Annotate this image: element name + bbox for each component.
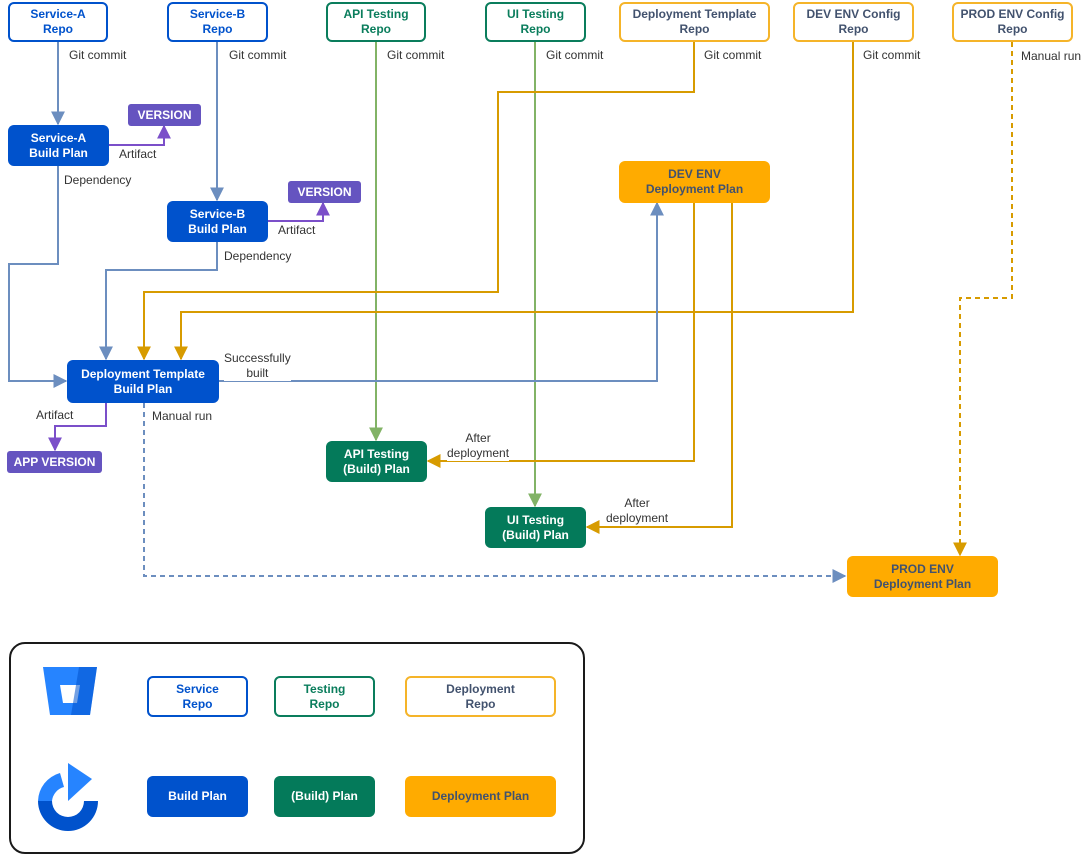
deployment-template-build-plan[interactable]: Deployment Template Build Plan [67, 360, 219, 403]
edge-label-git-commit: Git commit [69, 48, 127, 63]
legend-build-plan: Build Plan [147, 776, 248, 817]
legend-deployment-plan: Deployment Plan [405, 776, 556, 817]
version-badge-service-a: VERSION [128, 104, 201, 126]
edge-label-dependency: Dependency [224, 249, 292, 264]
bitbucket-icon [43, 667, 97, 715]
service-a-repo[interactable]: Service-A Repo [8, 2, 108, 42]
ui-testing-repo[interactable]: UI Testing Repo [485, 2, 586, 42]
edge-label-after-deployment: After deployment [606, 496, 669, 526]
api-testing-repo[interactable]: API Testing Repo [326, 2, 426, 42]
edge-service-a-dependency [8, 166, 68, 388]
edge-label-git-commit: Git commit [546, 48, 604, 63]
ui-testing-build-plan[interactable]: UI Testing (Build) Plan [485, 507, 586, 548]
edge-label-git-commit: Git commit [229, 48, 287, 63]
service-b-repo[interactable]: Service-B Repo [167, 2, 268, 42]
api-testing-build-plan[interactable]: API Testing (Build) Plan [326, 441, 427, 482]
dev-env-deployment-plan[interactable]: DEV ENV Deployment Plan [619, 161, 770, 203]
edge-service-b-dependency [99, 242, 218, 361]
version-badge-service-b: VERSION [288, 181, 361, 203]
edge-label-git-commit: Git commit [704, 48, 762, 63]
edge-service-b-artifact [268, 201, 330, 222]
legend-service-repo: Service Repo [147, 676, 248, 717]
edge-label-dependency: Dependency [64, 173, 132, 188]
deployment-template-repo[interactable]: Deployment Template Repo [619, 2, 770, 42]
edge-label-after-deployment: After deployment [447, 431, 510, 461]
edge-deployment-template-git-commit [137, 42, 695, 361]
service-a-build-plan[interactable]: Service-A Build Plan [8, 125, 109, 166]
edge-template-manual-run [143, 403, 847, 583]
edge-prod-env-config-manual-run [953, 42, 1013, 557]
app-version-badge: APP VERSION [7, 451, 102, 473]
edge-dev-env-config-git-commit [174, 42, 854, 361]
edge-label-git-commit: Git commit [387, 48, 445, 63]
edge-label-git-commit: Git commit [863, 48, 921, 63]
service-b-build-plan[interactable]: Service-B Build Plan [167, 201, 268, 242]
prod-env-config-repo[interactable]: PROD ENV Config Repo [952, 2, 1073, 42]
edge-after-deployment-api [426, 203, 695, 468]
legend [9, 642, 585, 854]
edge-app-artifact [48, 403, 107, 452]
legend-deployment-repo: Deployment Repo [405, 676, 556, 717]
bamboo-icon [38, 763, 98, 831]
edge-label-artifact: Artifact [36, 408, 74, 423]
dev-env-config-repo[interactable]: DEV ENV Config Repo [793, 2, 914, 42]
legend-testing-build-plan: (Build) Plan [274, 776, 375, 817]
prod-env-deployment-plan[interactable]: PROD ENV Deployment Plan [847, 556, 998, 597]
edge-after-deployment-ui [585, 203, 733, 534]
edge-label-successfully-built: Successfully built [224, 351, 291, 381]
edge-label-manual-run: Manual run [152, 409, 213, 424]
edge-service-a-artifact [109, 124, 171, 146]
edge-successfully-built [219, 201, 664, 382]
edge-label-artifact: Artifact [119, 147, 157, 162]
edge-label-artifact: Artifact [278, 223, 316, 238]
legend-testing-repo: Testing Repo [274, 676, 375, 717]
edge-label-manual-run: Manual run [1021, 49, 1082, 64]
